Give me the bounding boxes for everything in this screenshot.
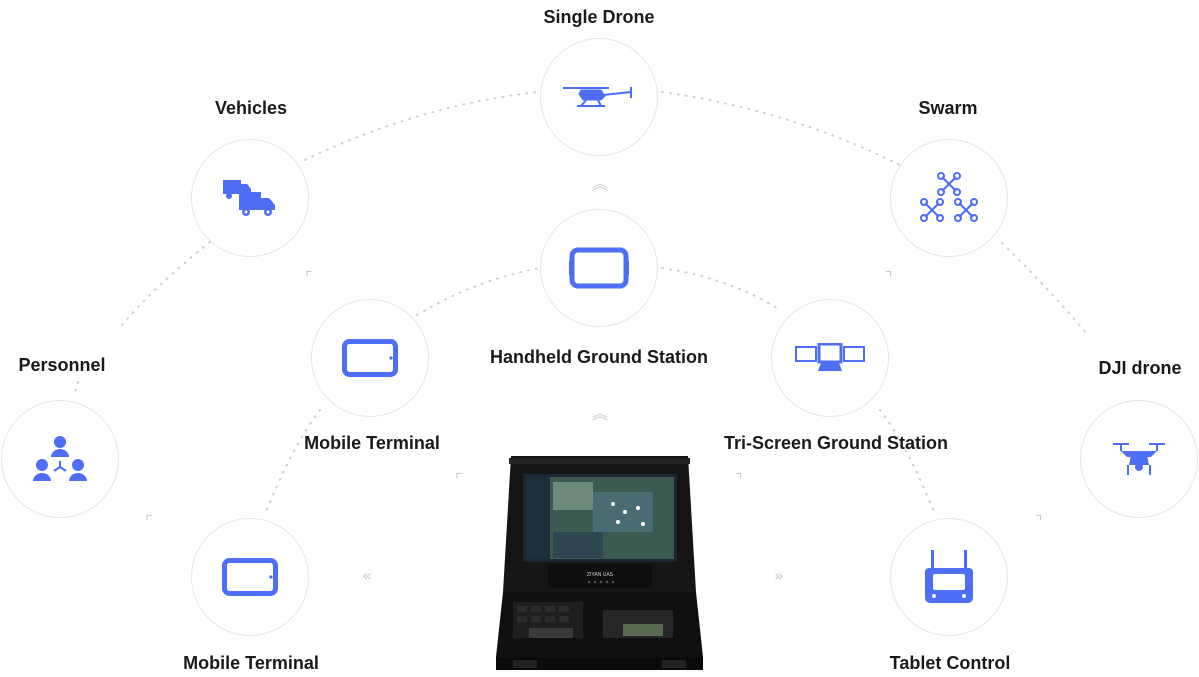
tri-screen-icon (795, 343, 865, 371)
node-label-tablet-control: Tablet Control (889, 653, 1011, 673)
arc-right-bottom (879, 409, 936, 516)
remote-controller-icon (925, 550, 973, 603)
corner-arrow-icon: ⌝ (735, 470, 743, 489)
quadcopter-icon (1113, 443, 1165, 475)
ground-control-case-image: ZIYAN UAS (496, 456, 703, 670)
node-label-vehicles: Vehicles (214, 98, 288, 118)
arc-right-dji (1001, 242, 1089, 336)
corner-arrow-icon: ⌝ (1035, 512, 1043, 531)
node-label-swarm: Swarm (918, 98, 978, 118)
arc-personnel-tick (73, 381, 79, 397)
corner-arrow-icon: ⌜ (145, 512, 153, 531)
node-label-handheld-ground-station: Handheld Ground Station (490, 347, 708, 367)
node-personnel[interactable] (1, 400, 119, 518)
node-label-personnel: Personnel (18, 355, 106, 375)
people-network-icon (33, 436, 87, 481)
arc-inner-right (661, 267, 781, 311)
node-mobile-terminal-top[interactable] (311, 299, 429, 417)
node-label-single-drone: Single Drone (543, 7, 655, 27)
arc-left-bottom (264, 409, 321, 516)
case-brand-text: ZIYAN UAS (587, 572, 614, 578)
tablet-icon (222, 558, 278, 596)
node-label-mobile-terminal-top: Mobile Terminal (304, 433, 440, 453)
handheld-device-icon (569, 247, 629, 289)
node-dji-drone[interactable] (1080, 400, 1198, 518)
node-label-tri-screen-ground-station: Tri-Screen Ground Station (723, 433, 949, 453)
swarm-drones-icon (920, 172, 978, 222)
chevron-up-icon: ︽ (592, 404, 609, 423)
node-tablet-control[interactable] (890, 518, 1008, 636)
node-single-drone[interactable] (540, 38, 658, 156)
corner-arrow-icon: ⌜ (455, 470, 463, 489)
tablet-icon (342, 339, 398, 377)
corner-arrow-icon: ⌜ (305, 268, 313, 287)
arc-left-personnel (117, 241, 211, 331)
chevron-right-icon: » (774, 566, 784, 585)
chevron-up-icon: ︽ (592, 174, 609, 193)
corner-arrow-icon: ⌝ (885, 268, 893, 287)
arc-inner-left (416, 267, 541, 316)
node-label-dji-drone: DJI drone (1098, 358, 1182, 378)
node-tri-screen-ground-station[interactable] (771, 299, 889, 417)
helicopter-drone-icon (563, 87, 632, 107)
node-swarm[interactable] (890, 139, 1008, 257)
arc-outer-left (304, 91, 539, 161)
node-mobile-terminal-bottom[interactable] (191, 518, 309, 636)
node-handheld-ground-station[interactable] (540, 209, 658, 327)
node-label-mobile-terminal-bottom: Mobile Terminal (183, 653, 319, 673)
arc-outer-right (661, 91, 901, 166)
node-vehicles[interactable] (191, 139, 309, 257)
chevron-left-icon: « (362, 566, 372, 585)
trucks-icon (223, 180, 275, 216)
